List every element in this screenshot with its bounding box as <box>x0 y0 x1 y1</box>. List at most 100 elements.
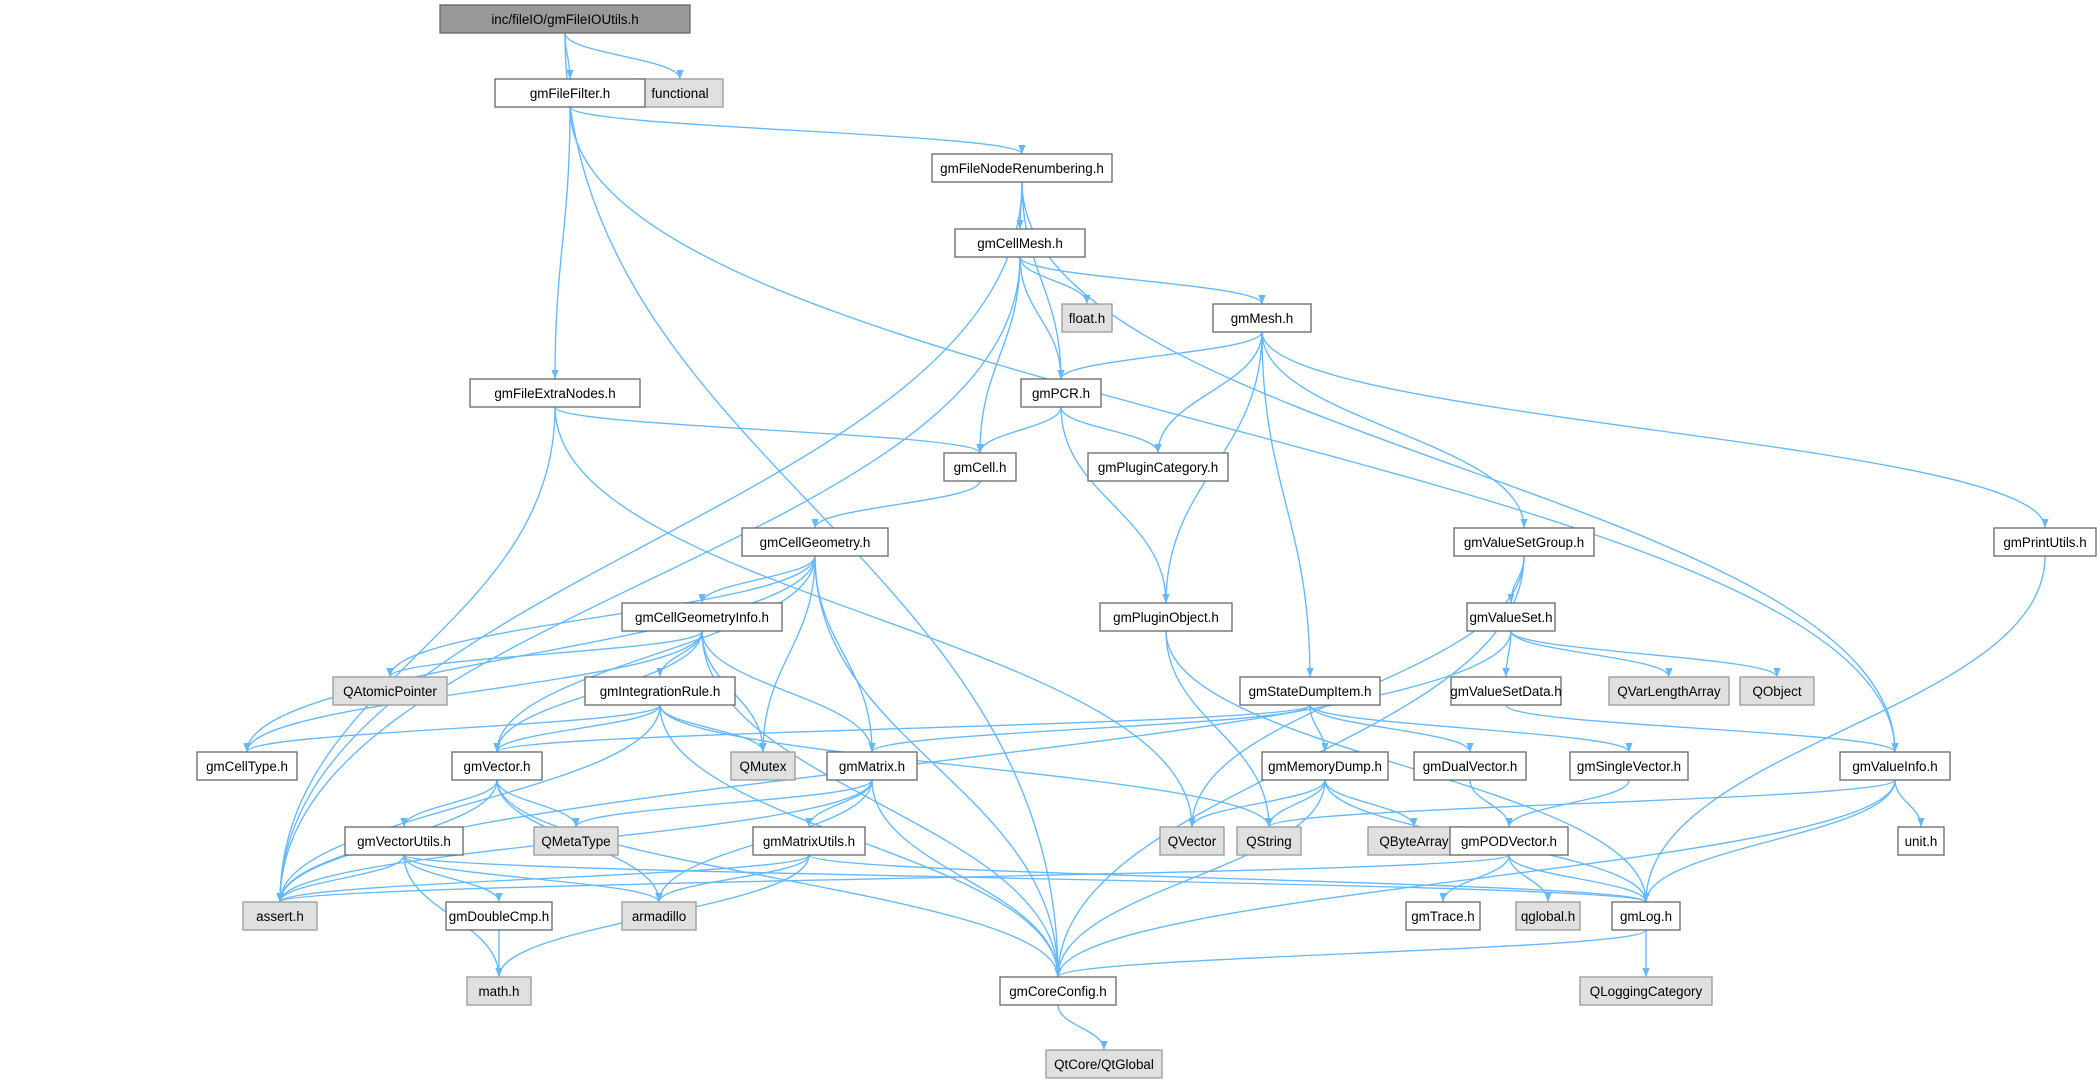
edge-gmPCR-to-gmPluginCategory <box>1060 406 1162 454</box>
node-box <box>943 452 1017 482</box>
node-gmMatrixUtils[interactable]: gmMatrixUtils.h <box>752 826 866 856</box>
node-gmValueSetData[interactable]: gmValueSetData.h <box>1450 676 1562 706</box>
node-box <box>1450 676 1562 706</box>
edge-gmValueInfo-to-unith <box>1894 779 1925 828</box>
node-gmCellType[interactable]: gmCellType.h <box>196 751 298 781</box>
edge-gmMemoryDump-to-gmCoreConfig <box>1054 779 1326 978</box>
node-gmMemoryDump[interactable]: gmMemoryDump.h <box>1261 751 1389 781</box>
node-gmTrace[interactable]: gmTrace.h <box>1405 901 1481 931</box>
node-box <box>1739 676 1815 706</box>
node-gmVector[interactable]: gmVector.h <box>451 751 543 781</box>
node-gmPluginCategory[interactable]: gmPluginCategory.h <box>1087 452 1229 482</box>
node-box <box>1839 751 1951 781</box>
node-label: gmValueInfo.h <box>1852 759 1937 774</box>
node-box <box>826 751 918 781</box>
node-box <box>466 976 532 1006</box>
edge-gmFileExtraNodes-to-gmCell <box>554 406 984 454</box>
node-label: qglobal.h <box>1521 909 1575 924</box>
node-gmMesh[interactable]: gmMesh.h <box>1212 303 1312 333</box>
node-label: unit.h <box>1905 834 1938 849</box>
node-label: math.h <box>479 984 520 999</box>
node-gmLog[interactable]: gmLog.h <box>1611 901 1681 931</box>
node-label: QtCore/QtGlobal <box>1054 1057 1154 1072</box>
node-gmVectorUtils[interactable]: gmVectorUtils.h <box>344 826 464 856</box>
edge-gmMesh-to-gmValueSetGroup <box>1261 331 1528 529</box>
node-gmCoreConfig[interactable]: gmCoreConfig.h <box>999 976 1117 1006</box>
edge-gmCellMesh-to-gmPCR <box>1019 256 1065 380</box>
node-box <box>445 901 553 931</box>
node-label: float.h <box>1069 311 1105 326</box>
node-gmCellGeometry[interactable]: gmCellGeometry.h <box>741 527 889 557</box>
edge-gmMesh-to-gmPrintUtils <box>1261 331 2049 529</box>
node-box <box>439 4 691 34</box>
node-label: armadillo <box>632 909 686 924</box>
node-box <box>752 826 866 856</box>
edge-gmMemoryDump-to-QVector <box>1188 779 1326 828</box>
node-gmCellMesh[interactable]: gmCellMesh.h <box>954 228 1086 258</box>
node-gmValueSet[interactable]: gmValueSet.h <box>1466 602 1556 632</box>
node-gmPluginObject[interactable]: gmPluginObject.h <box>1099 602 1233 632</box>
node-box <box>1061 303 1113 333</box>
edge-gmCellGeometryInfo-to-gmMatrix <box>701 630 876 753</box>
node-label: gmPCR.h <box>1032 386 1090 401</box>
node-label: inc/fileIO/gmFileIOUtils.h <box>491 12 638 27</box>
node-box <box>954 228 1086 258</box>
node-gmDualVector[interactable]: gmDualVector.h <box>1413 751 1527 781</box>
node-box <box>584 676 736 706</box>
node-label: gmMatrix.h <box>839 759 905 774</box>
node-label: gmValueSet.h <box>1469 610 1552 625</box>
node-gmCell[interactable]: gmCell.h <box>943 452 1017 482</box>
node-gmPCR[interactable]: gmPCR.h <box>1020 378 1102 408</box>
node-box <box>332 676 448 706</box>
edge-gmValueSetData-to-gmValueInfo <box>1505 704 1899 753</box>
edge-gmValueSet-to-QVarLengthArray <box>1510 630 1673 678</box>
node-gmFileNodeRenumbering[interactable]: gmFileNodeRenumbering.h <box>931 153 1113 183</box>
node-QByteArray: QByteArray <box>1367 826 1461 856</box>
node-gmValueInfo[interactable]: gmValueInfo.h <box>1839 751 1951 781</box>
node-gmPrintUtils[interactable]: gmPrintUtils.h <box>1993 527 2097 557</box>
edge-gmIntegrationRule-to-QMutex <box>659 704 767 753</box>
node-box <box>196 751 298 781</box>
node-label: gmVector.h <box>464 759 531 774</box>
node-label: gmDualVector.h <box>1423 759 1518 774</box>
edge-gmPluginObject-to-gmLog <box>1165 630 1650 903</box>
node-gmCellGeometryInfo[interactable]: gmCellGeometryInfo.h <box>621 602 783 632</box>
node-asserth: assert.h <box>242 901 318 931</box>
edge-gmFileFilter-to-gmFileNodeRenumbering <box>569 106 1026 155</box>
node-gmStateDumpItem[interactable]: gmStateDumpItem.h <box>1239 676 1381 706</box>
node-box <box>741 527 889 557</box>
edge-gmCellGeometryInfo-to-gmIntegrationRule <box>656 630 703 678</box>
node-QLoggingCategory: QLoggingCategory <box>1579 976 1713 1006</box>
node-gmSingleVector[interactable]: gmSingleVector.h <box>1569 751 1689 781</box>
node-unith[interactable]: unit.h <box>1897 826 1945 856</box>
node-gmFileFilter[interactable]: gmFileFilter.h <box>494 78 646 108</box>
node-label: gmMesh.h <box>1231 311 1294 326</box>
node-label: gmValueSetGroup.h <box>1464 535 1584 550</box>
node-label: QString <box>1246 834 1291 849</box>
node-gmPODVector[interactable]: gmPODVector.h <box>1449 826 1569 856</box>
edge-gmCellMesh-to-floath <box>1019 256 1091 305</box>
edge-gmStateDumpItem-to-gmDualVector <box>1309 704 1474 753</box>
node-gmMatrix[interactable]: gmMatrix.h <box>826 751 918 781</box>
node-box <box>1261 751 1389 781</box>
edge-gmMatrixUtils-to-asserth <box>276 854 810 903</box>
node-gmValueSetGroup[interactable]: gmValueSetGroup.h <box>1453 527 1595 557</box>
node-root[interactable]: inc/fileIO/gmFileIOUtils.h <box>439 4 691 34</box>
node-box <box>1515 901 1581 931</box>
node-gmIntegrationRule[interactable]: gmIntegrationRule.h <box>584 676 736 706</box>
node-label: gmCell.h <box>954 460 1007 475</box>
edge-gmPODVector-to-qglobalh <box>1508 854 1552 903</box>
node-label: QMutex <box>740 759 787 774</box>
node-mathh: math.h <box>466 976 532 1006</box>
node-box <box>1087 452 1229 482</box>
node-box <box>533 826 619 856</box>
node-box <box>1413 751 1527 781</box>
edge-gmFileNodeRenumbering-to-gmPCR <box>1021 181 1065 380</box>
node-box <box>1608 676 1730 706</box>
node-box <box>1405 901 1481 931</box>
node-label: QAtomicPointer <box>343 684 437 699</box>
node-gmFileExtraNodes[interactable]: gmFileExtraNodes.h <box>469 378 641 408</box>
node-gmDoubleCmp[interactable]: gmDoubleCmp.h <box>445 901 553 931</box>
edge-gmCellMesh-to-gmCell <box>976 256 1021 454</box>
node-box <box>242 901 318 931</box>
